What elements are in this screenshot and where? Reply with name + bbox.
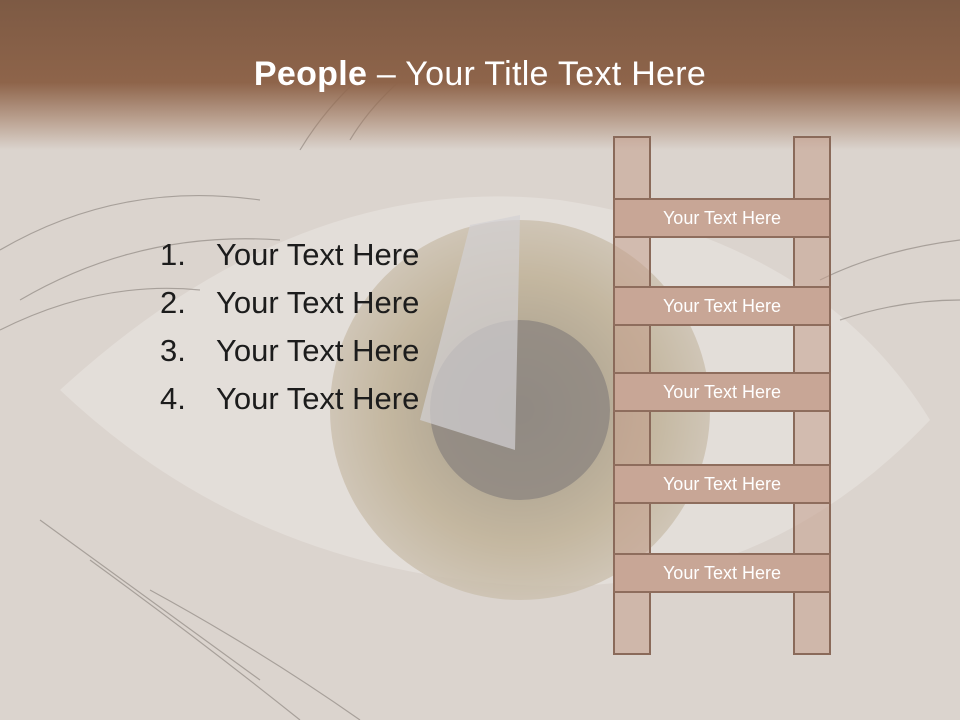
list-text: Your Text Here	[216, 333, 420, 368]
ladder-rung-1: Your Text Here	[613, 198, 831, 238]
ladder-rung-4: Your Text Here	[613, 464, 831, 504]
list-text: Your Text Here	[216, 381, 420, 416]
slide-title: People – Your Title Text Here	[0, 55, 960, 94]
list-text: Your Text Here	[216, 237, 420, 272]
list-number: 1.	[160, 237, 186, 272]
title-bold: People	[253, 55, 368, 93]
list-number: 3.	[160, 333, 186, 368]
list-item: 3. Your Text Here	[160, 331, 419, 379]
list-number: 2.	[160, 285, 186, 320]
list-number: 4.	[160, 381, 186, 416]
ladder-rung-2: Your Text Here	[613, 286, 831, 326]
list-item: 4. Your Text Here	[160, 379, 419, 427]
title-rest: – Your Title Text Here	[367, 55, 707, 93]
list-item: 1. Your Text Here	[160, 235, 419, 283]
title-band	[0, 0, 960, 150]
ladder-rung-5: Your Text Here	[613, 553, 831, 593]
list-text: Your Text Here	[216, 285, 420, 320]
numbered-list: 1. Your Text Here 2. Your Text Here 3. Your…	[160, 235, 419, 427]
list-item: 2. Your Text Here	[160, 283, 419, 331]
ladder-rung-3: Your Text Here	[613, 372, 831, 412]
